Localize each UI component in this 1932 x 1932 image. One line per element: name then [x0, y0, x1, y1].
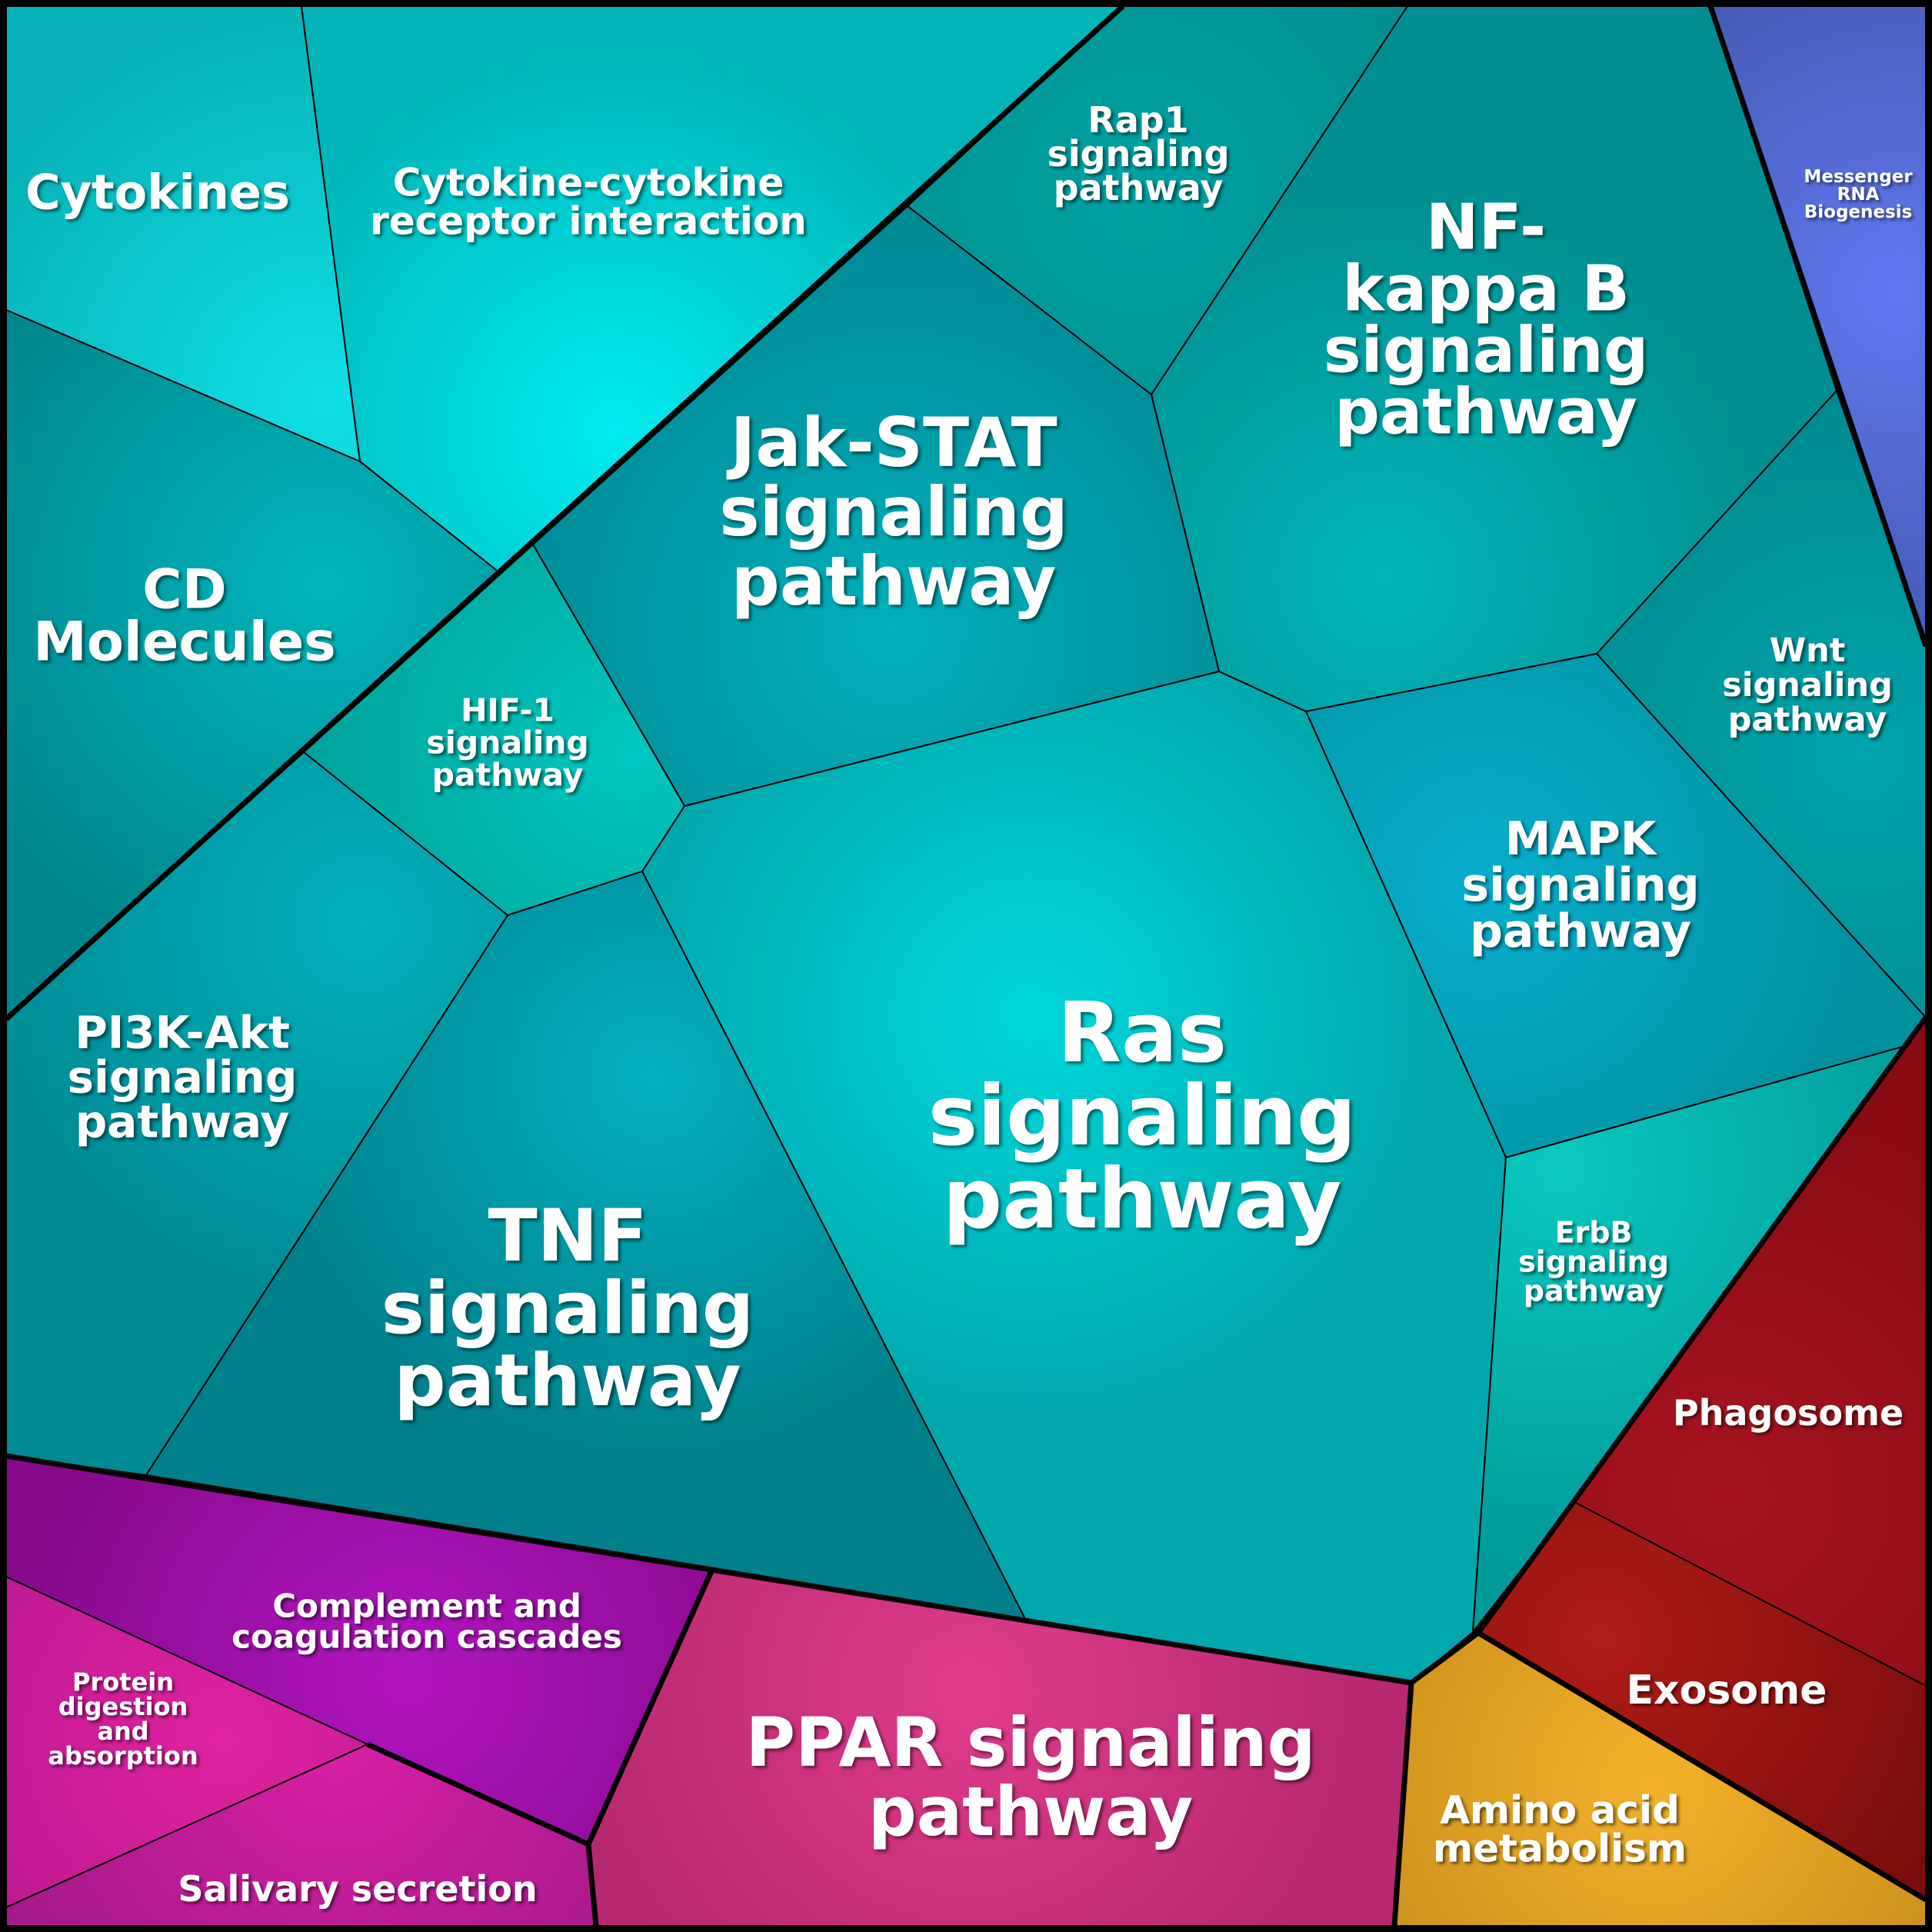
- group-border: [1707, 5, 1929, 648]
- label-line: pathway: [1524, 1274, 1664, 1307]
- label-line: Ras: [1058, 985, 1227, 1081]
- label-line: MAPK: [1505, 812, 1658, 866]
- label-line: Phagosome: [1673, 1392, 1904, 1434]
- label-line: PI3K-Akt: [75, 1006, 290, 1058]
- label-salivary: Salivary secretion: [178, 1868, 537, 1910]
- group-border: [1391, 1682, 1414, 1927]
- label-line: signaling: [1324, 315, 1649, 388]
- label-line: CD: [142, 558, 226, 621]
- label-line: signaling: [928, 1068, 1357, 1164]
- label-line: Cytokines: [25, 165, 290, 221]
- label-line: digestion: [58, 1692, 188, 1721]
- label-line: signaling: [1722, 666, 1893, 705]
- label-line: pathway: [1334, 376, 1637, 449]
- label-line: HIF-1: [461, 691, 555, 728]
- label-line: Rap1: [1088, 99, 1188, 141]
- label-line: PPAR signaling: [746, 1703, 1316, 1782]
- label-line: pathway: [1728, 701, 1887, 739]
- label-cytokines: Cytokines: [25, 165, 290, 221]
- group-border: [1477, 1630, 1927, 1903]
- label-line: RNA: [1837, 185, 1880, 205]
- label-line: pathway: [731, 541, 1056, 621]
- label-line: pathway: [1470, 904, 1691, 958]
- label-line: pathway: [1054, 167, 1224, 208]
- label-line: signaling: [1461, 858, 1699, 912]
- label-line: signaling: [719, 472, 1068, 551]
- label-line: Messenger: [1804, 167, 1913, 187]
- group-border: [366, 1741, 590, 1847]
- label-line: pathway: [75, 1095, 289, 1148]
- label-line: Amino acid: [1440, 1788, 1680, 1833]
- label-phagosome: Phagosome: [1673, 1392, 1904, 1434]
- label-line: and: [97, 1717, 148, 1746]
- label-line: receptor interaction: [370, 199, 807, 244]
- label-line: pathway: [868, 1772, 1193, 1851]
- label-line: signaling: [68, 1051, 298, 1103]
- group-border: [5, 1453, 1412, 1686]
- label-line: Complement and: [272, 1587, 581, 1625]
- label-line: pathway: [394, 1339, 741, 1423]
- label-line: Protein: [72, 1667, 174, 1697]
- label-line: metabolism: [1433, 1827, 1687, 1871]
- label-line: ErbB: [1555, 1215, 1633, 1249]
- label-line: TNF: [488, 1194, 647, 1278]
- label-line: coagulation cascades: [232, 1618, 622, 1656]
- label-line: signaling: [381, 1267, 754, 1351]
- label-line: Molecules: [33, 611, 336, 674]
- label-line: Wnt: [1770, 631, 1846, 670]
- label-line: Jak-STAT: [726, 403, 1057, 482]
- label-line: signaling: [1518, 1244, 1669, 1278]
- label-line: signaling: [426, 724, 588, 761]
- label-line: signaling: [1047, 133, 1229, 175]
- label-line: pathway: [943, 1151, 1341, 1247]
- label-line: NF-: [1426, 192, 1546, 265]
- label-line: Exosome: [1627, 1667, 1827, 1714]
- group-border: [4, 4, 1125, 1021]
- label-line: Biogenesis: [1804, 202, 1913, 222]
- label-line: pathway: [432, 756, 584, 793]
- label-line: absorption: [48, 1741, 198, 1770]
- label-exosome: Exosome: [1627, 1667, 1827, 1714]
- label-line: Cytokine-cytokine: [393, 161, 784, 205]
- label-line: Salivary secretion: [178, 1868, 537, 1910]
- label-line: kappa B: [1342, 253, 1630, 326]
